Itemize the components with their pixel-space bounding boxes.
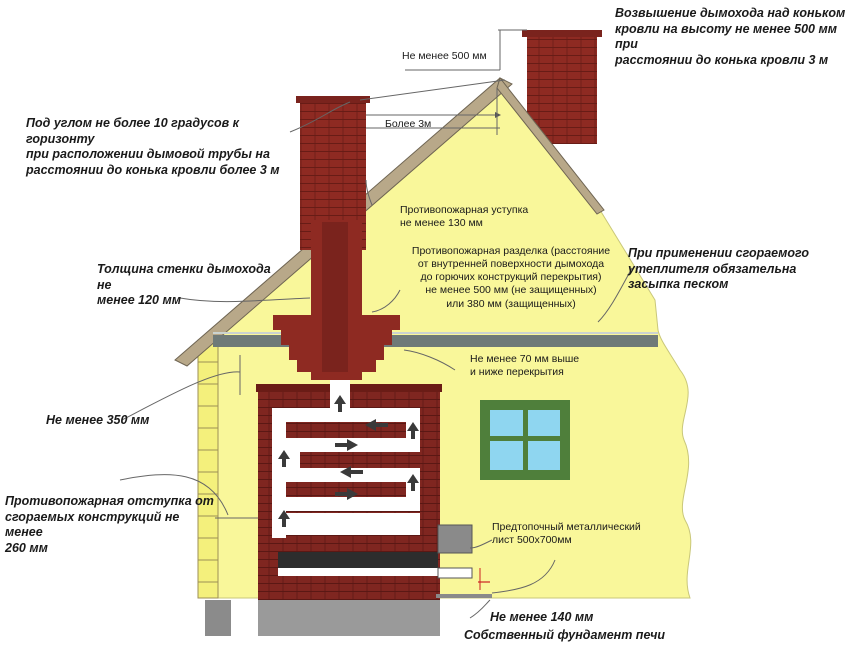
min-70-label: Не менее 70 мм выше и ниже перекрытия xyxy=(470,353,580,379)
min-140-note: Не менее 140 мм xyxy=(490,610,594,624)
metal-sheet-label: Предтопочный металлический лист 500х700м… xyxy=(492,521,641,547)
chimney-height-note: Возвышение дымохода над коньком кровли н… xyxy=(615,6,846,67)
flue-channel xyxy=(322,222,348,372)
firebox xyxy=(278,552,438,568)
ash-pit xyxy=(278,568,438,576)
arrow-right-icon xyxy=(335,439,358,500)
callout-lines xyxy=(119,101,633,619)
house-foundation xyxy=(205,600,231,636)
window xyxy=(480,400,570,480)
fire-ledge-label: Противопожарная уступка не менее 130 мм xyxy=(400,204,529,230)
more-3m-label: Более 3м xyxy=(385,118,432,130)
arrow-left-icon xyxy=(340,419,388,478)
stove-foundation xyxy=(258,600,440,636)
metal-sheet xyxy=(437,524,473,554)
floor-sheet xyxy=(436,594,492,598)
sheet-gap xyxy=(437,567,473,579)
ceiling-slab xyxy=(213,335,658,347)
dimension-lines xyxy=(215,29,527,590)
angle-10-note: Под углом не более 10 градусов к горизон… xyxy=(26,116,280,177)
min-350-note: Не менее 350 мм xyxy=(46,413,150,427)
insulation-note: При применении сгораемого утеплителя обя… xyxy=(628,246,809,292)
fire-cut-label: Противопожарная разделка (расстояние от … xyxy=(411,245,611,310)
flue-passages xyxy=(272,380,420,538)
right-chimney xyxy=(527,32,597,144)
fire-offset-note: Противопожарная отступка от сгораемых ко… xyxy=(5,494,214,555)
wall-thickness-note: Толщина стенки дымохода не менее 120 мм xyxy=(97,262,271,308)
right-chimney-cap xyxy=(522,30,602,37)
min-500-label: Не менее 500 мм xyxy=(402,50,487,62)
foundation-note: Собственный фундамент печи xyxy=(464,628,666,642)
left-chimney-cap xyxy=(296,96,370,103)
log-wall xyxy=(197,339,219,599)
arrow-up-icon xyxy=(278,395,419,527)
